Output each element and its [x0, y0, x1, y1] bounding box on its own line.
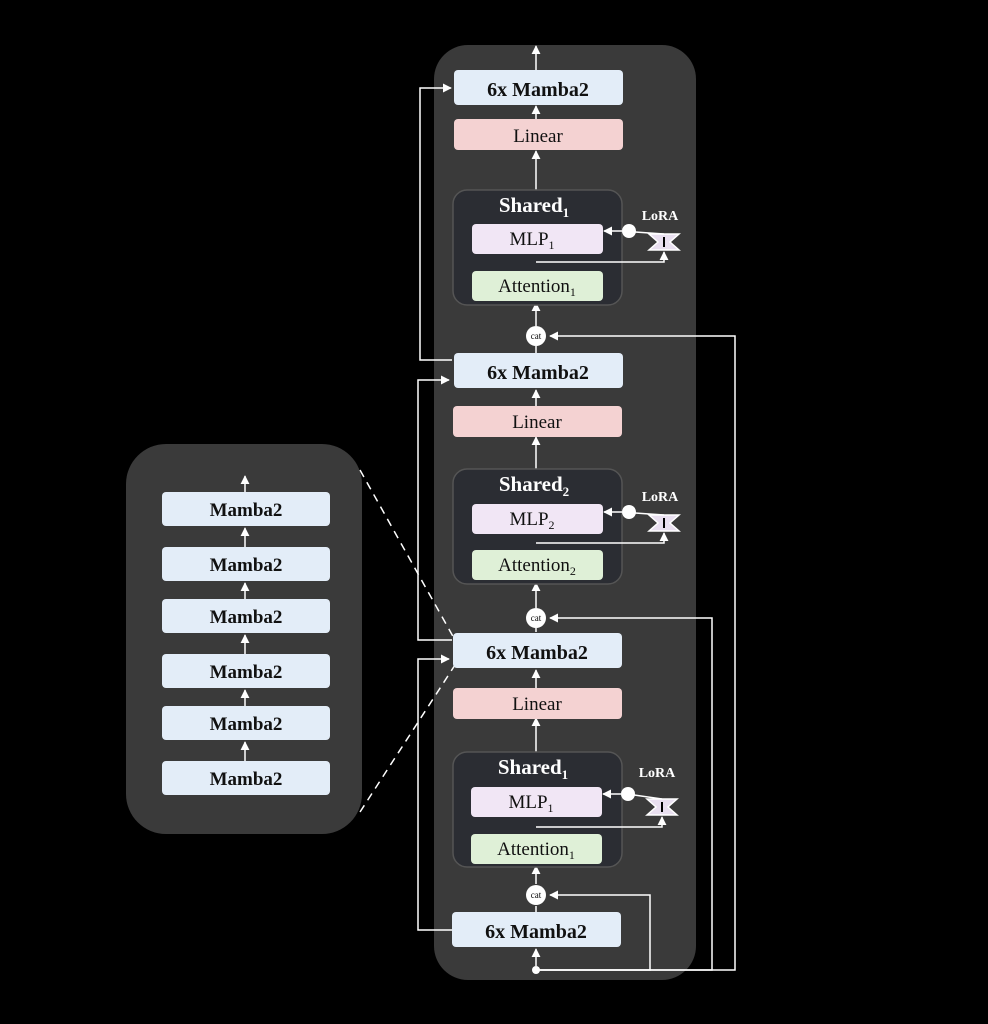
mlp-block: [472, 504, 603, 534]
cat-node: cat: [526, 608, 546, 628]
mlp-label: MLP1: [508, 792, 553, 815]
mamba-block-label: 6x Mamba2: [486, 642, 588, 664]
linear-label: Linear: [513, 126, 563, 147]
cat-label: cat: [531, 331, 542, 341]
cat-label: cat: [531, 890, 542, 900]
shared-block: Shared1 MLP1 Attention1: [452, 751, 623, 868]
mamba-block: 6x Mamba2: [453, 633, 622, 668]
input-node: [532, 966, 540, 974]
expansion-mamba-block: Mamba2: [162, 547, 330, 581]
input-routes: [536, 331, 736, 971]
cat-node: cat: [526, 885, 546, 905]
mamba-block: 6x Mamba2: [454, 70, 623, 105]
expansion-mamba-block: Mamba2: [162, 761, 330, 795]
mlp-block: [472, 224, 603, 254]
expansion-mamba-label: Mamba2: [210, 555, 283, 576]
lora-label: LoRA: [642, 209, 679, 224]
mlp-label: MLP2: [509, 509, 554, 532]
lora-label: LoRA: [642, 490, 679, 505]
mlp-block: [471, 787, 602, 817]
attention-block: [471, 834, 602, 864]
expansion-mamba-block: Mamba2: [162, 654, 330, 688]
shared-block: Shared2 MLP2 Attention2: [452, 468, 623, 585]
mlp-label: MLP1: [509, 229, 554, 252]
zoom-line-bottom: [359, 664, 456, 813]
linear-block: Linear: [453, 688, 622, 719]
attention-block: [472, 550, 603, 580]
shared-block: Shared1 MLP1 Attention1: [452, 189, 623, 306]
linear-block: Linear: [454, 119, 623, 150]
mamba-block: 6x Mamba2: [454, 353, 623, 388]
attention-block: [472, 271, 603, 301]
expansion-mamba-label: Mamba2: [210, 500, 283, 521]
shared-title: Shared1: [499, 193, 569, 220]
linear-block: Linear: [453, 406, 622, 437]
lora-adapter: LoRA: [536, 209, 681, 263]
mamba-block-label: 6x Mamba2: [485, 921, 587, 943]
lora-label: LoRA: [639, 766, 676, 781]
shared-title: Shared2: [499, 472, 569, 499]
attention-label: Attention1: [498, 276, 576, 299]
attention-label: Attention2: [498, 555, 576, 578]
zoom-line-top: [359, 469, 456, 641]
expansion-mamba-label: Mamba2: [210, 769, 283, 790]
expansion-mamba-block: Mamba2: [162, 706, 330, 740]
linear-label: Linear: [512, 694, 562, 715]
expansion-mamba-label: Mamba2: [210, 607, 283, 628]
cat-node: cat: [526, 326, 546, 346]
expansion-stack: Mamba2 Mamba2 Mamba2 Mamba2 Mamba2 Mamba…: [162, 475, 330, 795]
linear-label: Linear: [512, 412, 562, 433]
mamba-block: 6x Mamba2: [452, 912, 621, 947]
lora-adapter: LoRA: [536, 490, 681, 544]
mamba-block-label: 6x Mamba2: [487, 79, 589, 101]
shared-title: Shared1: [498, 755, 568, 782]
skip-connections: [417, 83, 452, 931]
expansion-mamba-block: Mamba2: [162, 599, 330, 633]
expansion-mamba-label: Mamba2: [210, 714, 283, 735]
lora-adapter: LoRA: [536, 766, 679, 828]
cat-label: cat: [531, 613, 542, 623]
expansion-mamba-block: Mamba2: [162, 492, 330, 526]
attention-label: Attention1: [497, 839, 575, 862]
expansion-mamba-label: Mamba2: [210, 662, 283, 683]
mamba-block-label: 6x Mamba2: [487, 362, 589, 384]
